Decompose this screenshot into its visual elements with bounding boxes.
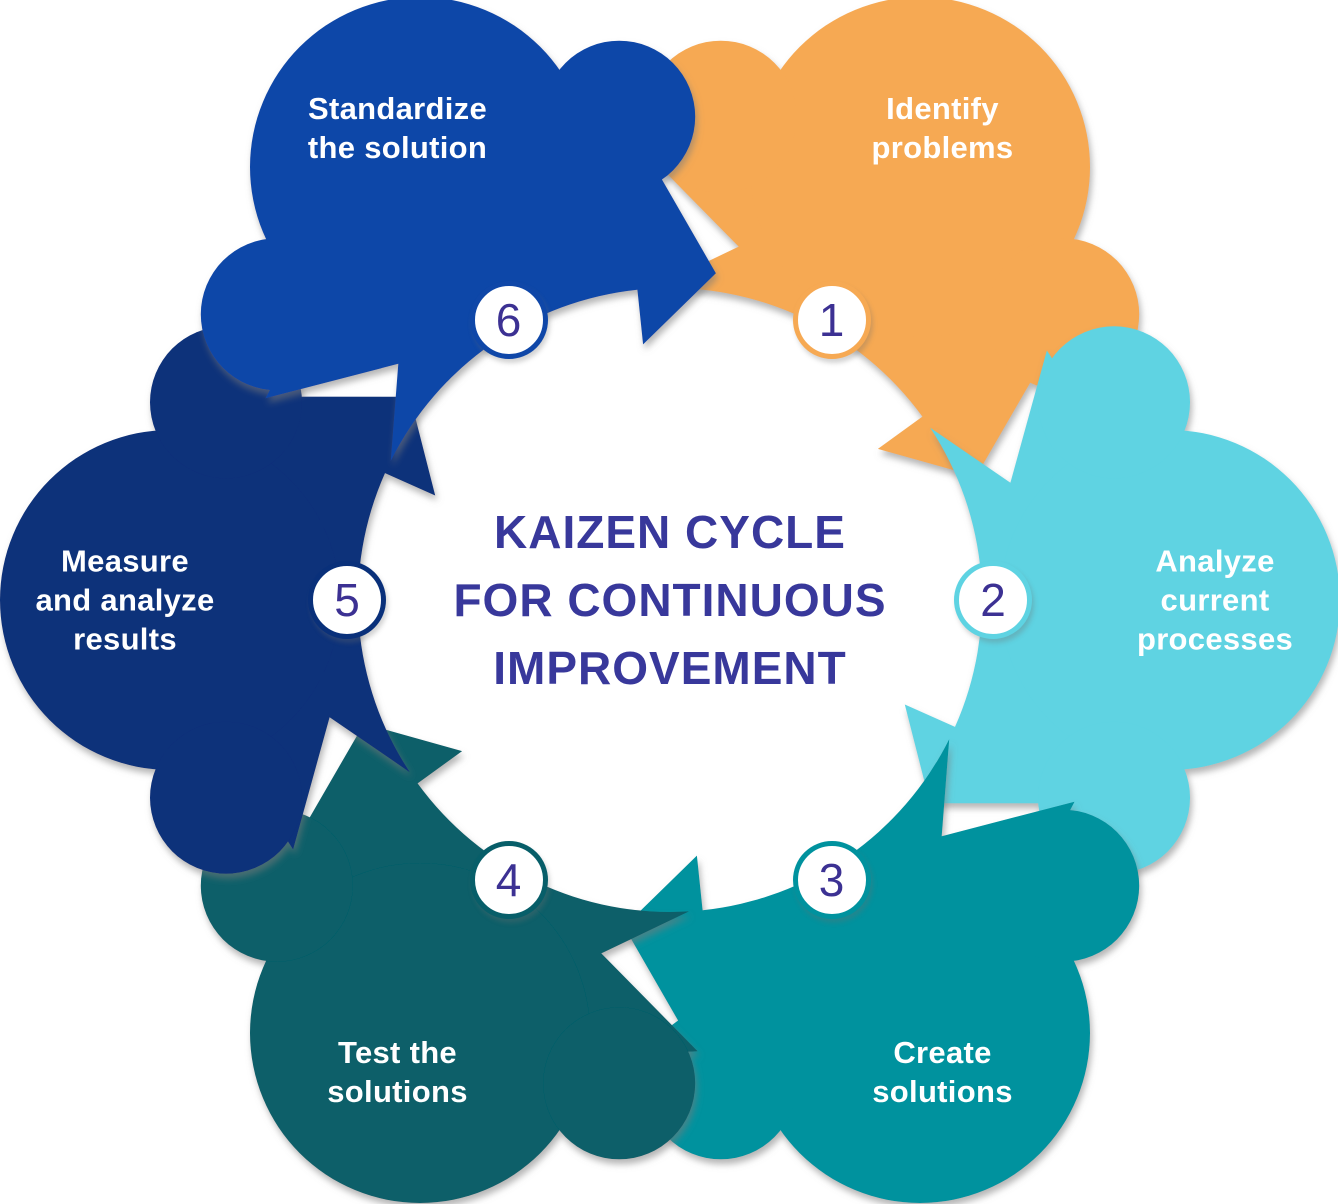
step-cloud-bump-4 <box>543 1007 696 1160</box>
diagram-title: KAIZEN CYCLE FOR CONTINUOUS IMPROVEMENT <box>453 506 887 694</box>
step-cloud-bump-6 <box>200 238 353 391</box>
step-label-2: Analyze current processes <box>1136 543 1294 657</box>
step-number-2: 2 <box>980 574 1006 626</box>
step-cloud-bump-2 <box>1038 326 1190 479</box>
step-badge-3: 3 <box>792 840 871 919</box>
step-cloud-bump-5 <box>150 721 302 874</box>
step-number-4: 4 <box>495 853 522 906</box>
step-cloud-bump-3 <box>987 809 1140 962</box>
step-segment-1 <box>642 0 1140 477</box>
step-label-3: Create solutions <box>872 1034 1013 1109</box>
step-label-5: Measure and analyze results <box>35 543 215 657</box>
step-badge-4: 4 <box>469 840 548 919</box>
step-cloud-4 <box>250 863 590 1203</box>
step-cloud-5 <box>0 430 340 770</box>
step-cloud-6 <box>250 0 590 337</box>
step-number-6: 6 <box>495 294 522 347</box>
step-cloud-2 <box>1000 430 1338 770</box>
step-label-1: Identify problems <box>871 91 1014 166</box>
step-label-4: Test the solutions <box>327 1034 468 1109</box>
step-cloud-bump-6 <box>543 40 696 193</box>
step-badge-5: 5 <box>308 561 386 639</box>
step-cloud-3 <box>750 863 1090 1203</box>
step-segment-6 <box>200 0 716 461</box>
step-cloud-1 <box>750 0 1090 337</box>
step-number-1: 1 <box>818 294 845 347</box>
step-number-3: 3 <box>818 853 845 906</box>
step-badge-2: 2 <box>954 561 1032 639</box>
step-number-5: 5 <box>334 574 360 626</box>
step-badge-6: 6 <box>469 281 548 360</box>
step-label-6: Standardize the solution <box>307 91 488 166</box>
step-badge-1: 1 <box>792 281 871 360</box>
step-segment-3 <box>624 739 1140 1203</box>
